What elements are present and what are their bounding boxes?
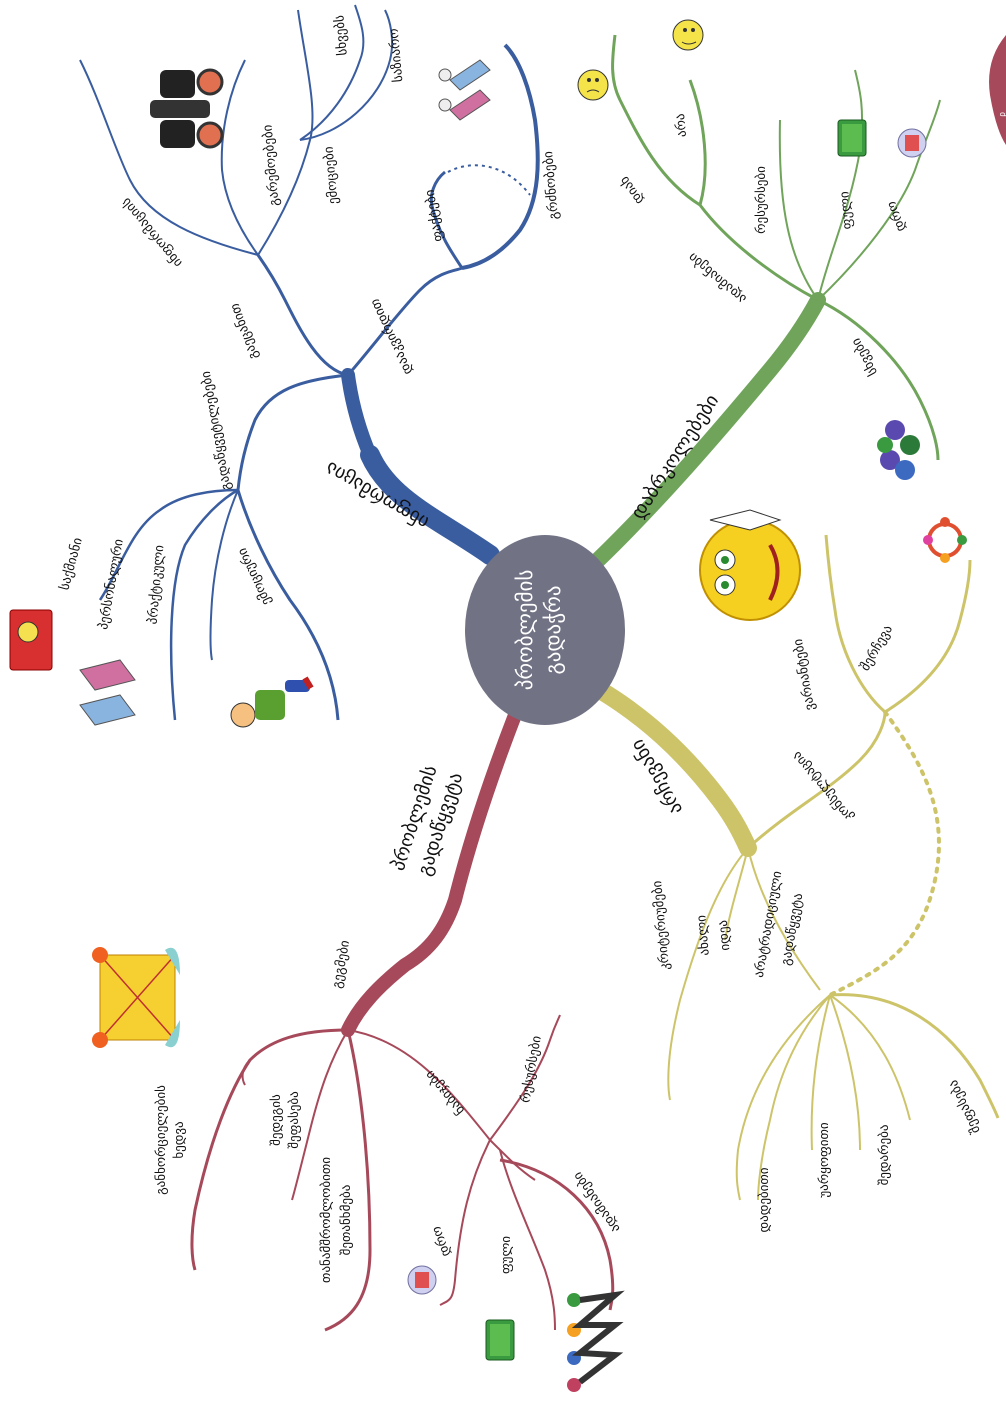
choices-pros-label: დადებითი	[757, 1167, 772, 1232]
info-search-label: გაეცანით	[228, 301, 262, 361]
branch-obstacles-label: დაბრკოლებები	[627, 390, 724, 523]
info-leaf-l10: საქმიანი	[57, 536, 85, 592]
people-cluster-icon	[877, 420, 920, 480]
decision-impl2-label: ხედვა	[172, 1121, 187, 1158]
center-node	[465, 535, 625, 725]
obstacles-no-label: არა	[673, 113, 690, 138]
money-icon-red	[485, 1319, 515, 1361]
info-emotions-label: გრძნობები	[541, 150, 562, 220]
thinking-face-icon	[699, 509, 801, 621]
info-leaf-l8: საზიარო	[387, 28, 407, 83]
center-title-line2: გადაჭრა	[541, 585, 565, 674]
decision-agree2-label: შეთანხმება	[339, 1185, 354, 1256]
obstacles-money-label: ფული	[837, 190, 855, 230]
choices-new-label: ახალი	[694, 914, 713, 956]
choices-criteria-label: კრიტერიუმები	[650, 880, 673, 971]
info-facts-label: ფაქტები	[423, 188, 447, 243]
info-leaf-l13: ემოციური	[235, 545, 275, 607]
people-icon-left	[79, 659, 136, 726]
choices-cons-label: უარყოფითი	[817, 1122, 832, 1198]
choices-solution-label: გადაწყვეტა	[779, 892, 806, 967]
info-leaf-l1: ინფორმაციის	[119, 194, 186, 270]
smiley-yes-icon	[672, 19, 704, 51]
decision-resources-label: რესურსები	[518, 1034, 545, 1104]
choices-consult-label: კონსულტაცია	[790, 748, 857, 824]
obstacles-time-label: დრო	[884, 199, 909, 233]
decision-steps-label: ნაბიჯები	[422, 1067, 468, 1117]
obstacles-resources-label: რესურსები	[754, 166, 769, 234]
decision-assess1-label: შედეგის	[269, 1094, 284, 1146]
money-icon-green	[837, 119, 867, 157]
branch-information-main	[341, 368, 500, 565]
info-leaf-l11: პერსონალური	[96, 538, 127, 631]
circle-people-icon	[923, 517, 967, 563]
binoculars-icon	[150, 68, 224, 149]
edge-tab: მ	[989, 35, 1006, 145]
info-leaf-l12: პრაქტიკული	[146, 544, 168, 625]
child-icon	[230, 676, 314, 728]
obstacles-people-label: ადამიანები	[686, 249, 750, 306]
decision-subbranches	[190, 1014, 615, 1332]
people-chain-icon	[567, 1290, 625, 1392]
branch-choices-main	[591, 681, 757, 857]
decision-agree1-label: თანამშრომლობითი	[319, 1157, 334, 1283]
info-leaf-l6: გარემოებები	[260, 124, 282, 207]
clock-icon-green	[897, 128, 927, 158]
choices-choose-label: შერჩევა	[858, 623, 896, 674]
decision-time-label: დრო	[429, 1224, 454, 1258]
center-title-line1: პრობლემის	[513, 570, 537, 691]
clock-icon-red	[407, 1265, 437, 1295]
info-observe-label: დააკვირდით	[368, 296, 416, 377]
information-subbranches	[79, 4, 540, 721]
branch-decision-main	[341, 708, 522, 1037]
choices-idea-label: იდეა	[716, 919, 734, 951]
decision-assess2-label: შეფასება	[287, 1091, 302, 1148]
info-leaf-l9: სხვებს	[332, 14, 350, 56]
info-decisions-label: გადაწყვეტილებები	[199, 370, 235, 492]
decision-money-label: ფული	[499, 1236, 514, 1274]
edge-tab-label: მ	[997, 112, 1006, 117]
information-dotted-link	[447, 164, 531, 196]
choices-evaluate-label: შეფასება	[946, 1077, 984, 1135]
obstacles-subbranches	[611, 34, 941, 461]
branch-obstacles-main	[590, 292, 826, 568]
choices-subbranches	[667, 534, 1000, 1201]
folder-chart-icon	[9, 609, 53, 671]
choices-options-label: ვარიანტები	[791, 637, 818, 711]
scales-icon	[92, 947, 180, 1048]
obstacles-yes-label: დიახ	[617, 173, 647, 207]
choices-dotted-link	[828, 710, 941, 997]
decision-plan-label: გეგმები	[330, 939, 353, 990]
smiley-no-icon	[577, 69, 609, 101]
choices-compare-label: შედარება	[877, 1125, 892, 1186]
decision-impl1-label: განხორციელების	[154, 1085, 169, 1195]
info-leaf-l7: ემოციები	[321, 146, 341, 205]
people-icon-top	[438, 59, 491, 121]
